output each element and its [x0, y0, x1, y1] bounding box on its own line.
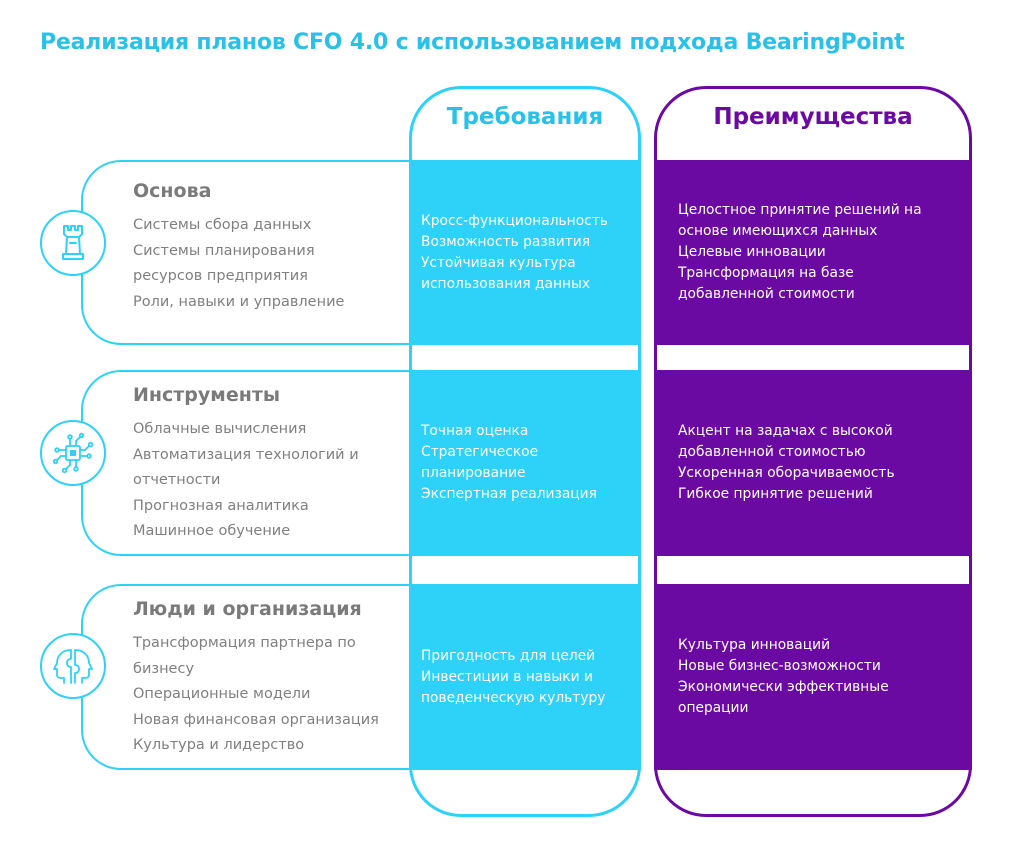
- list-item: Точная оценка: [421, 423, 529, 439]
- list-item: Целевые инновации: [678, 244, 826, 260]
- row-items-tools: Облачные вычисления Автоматизация технол…: [133, 417, 359, 545]
- list-item: Машинное обучение: [133, 523, 291, 539]
- requirements-column-header: Требования: [446, 104, 604, 130]
- requirements-panel-tools: Точная оценка Стратегическое планировани…: [409, 370, 641, 556]
- list-item: Стратегическое: [421, 444, 539, 460]
- list-item: Акцент на задачах с высокой: [678, 423, 893, 439]
- advantages-column-header: Преимущества: [713, 104, 913, 130]
- list-item: использования данных: [421, 275, 591, 292]
- row-items-people: Трансформация партнера по бизнесу Операц…: [133, 631, 379, 759]
- list-item: планирование: [421, 465, 526, 481]
- list-item: отчетности: [133, 472, 221, 488]
- list-item: Новая финансовая организация: [133, 711, 379, 728]
- list-item: Возможность развития: [421, 233, 591, 250]
- list-item: Ускоренная оборачиваемость: [678, 465, 895, 481]
- row-items-foundation: Системы сбора данных Системы планировани…: [133, 213, 344, 315]
- list-item: Облачные вычисления: [133, 421, 307, 437]
- list-item: Роли, навыки и управление: [133, 293, 345, 310]
- list-item: добавленной стоимостью: [678, 444, 866, 460]
- list-item: Системы планирования: [133, 242, 315, 259]
- list-item: Трансформация партнера по: [133, 635, 356, 651]
- list-item: операции: [678, 700, 749, 716]
- two-heads-puzzle-icon: [40, 633, 106, 699]
- chess-rook-icon: [40, 210, 106, 276]
- advantages-panel-tools: Акцент на задачах с высокой добавленной …: [654, 370, 972, 556]
- list-item: Инвестиции в навыки и: [421, 668, 593, 685]
- list-item: поведенческую культуру: [421, 689, 606, 706]
- list-item: Культура инноваций: [678, 637, 831, 653]
- circuit-chip-icon: [40, 420, 106, 486]
- requirements-panel-foundation: Кросс-функциональность Возможность разви…: [409, 160, 641, 345]
- list-item: Гибкое принятие решений: [678, 486, 873, 502]
- row-title-tools: Инструменты: [133, 384, 281, 406]
- list-item: Трансформация на базе: [678, 265, 854, 281]
- list-item: бизнесу: [133, 660, 195, 677]
- list-item: Экспертная реализация: [421, 486, 597, 502]
- list-item: Прогнозная аналитика: [133, 497, 309, 514]
- list-item: Операционные модели: [133, 686, 311, 702]
- list-item: Пригодность для целей: [421, 647, 596, 664]
- list-item: Кросс-функциональность: [421, 212, 608, 229]
- list-item: Целостное принятие решений на: [678, 202, 922, 218]
- row-frame-people: [81, 584, 421, 770]
- requirements-panel-people: Пригодность для целей Инвестиции в навык…: [409, 584, 641, 770]
- list-item: ресурсов предприятия: [133, 268, 308, 284]
- list-item: Культура и лидерство: [133, 737, 305, 753]
- list-item: добавленной стоимости: [678, 286, 855, 302]
- list-item: Автоматизация технологий и: [133, 446, 359, 463]
- row-title-people: Люди и организация: [133, 598, 362, 620]
- list-item: Устойчивая культура: [421, 254, 576, 271]
- row-title-foundation: Основа: [133, 180, 212, 202]
- advantages-panel-people: Культура инноваций Новые бизнес-возможно…: [654, 584, 972, 770]
- advantages-panel-foundation: Целостное принятие решений на основе име…: [654, 160, 972, 345]
- list-item: Новые бизнес-возможности: [678, 658, 881, 674]
- list-item: основе имеющихся данных: [678, 223, 878, 239]
- list-item: Системы сбора данных: [133, 217, 312, 233]
- page-title: Реализация планов CFO 4.0 с использовани…: [40, 30, 905, 55]
- list-item: Экономически эффективные: [678, 679, 889, 695]
